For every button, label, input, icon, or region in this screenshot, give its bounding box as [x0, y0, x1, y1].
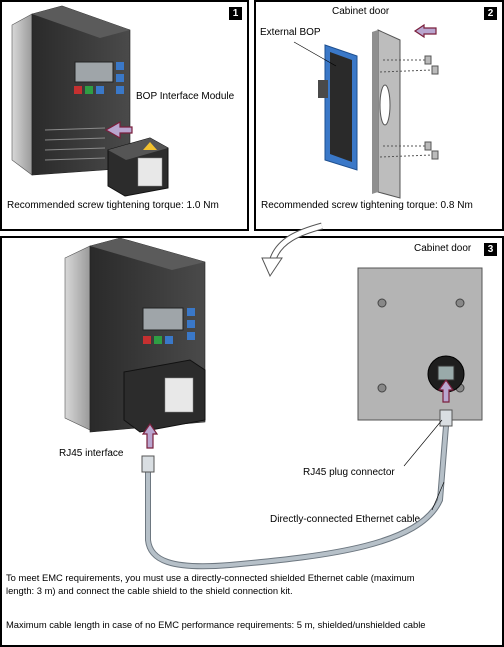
rj45-interface-arrow-icon — [141, 422, 159, 449]
cabinet-door-panel-3 — [357, 267, 483, 421]
ethernet-cable-label: Directly-connected Ethernet cable — [270, 514, 421, 525]
step-badge-1: 1 — [229, 7, 242, 20]
direction-arrow-icon — [413, 23, 437, 39]
screws-panel-2 — [379, 55, 439, 160]
emc-note: To meet EMC requirements, you must use a… — [6, 571, 502, 597]
emc-note-line-1: To meet EMC requirements, you must use a… — [6, 572, 415, 583]
ethernet-cable — [141, 409, 453, 570]
inverter-drive-panel-1 — [11, 5, 131, 176]
rj45-interface-label: RJ45 interface — [59, 448, 124, 459]
bop-interface-module-label: BOP Interface Module — [136, 91, 235, 102]
cabinet-door-panel-2 — [372, 29, 401, 199]
inverter-drive-panel-3 — [64, 237, 206, 433]
external-bop-illustration — [293, 41, 358, 171]
leader-lines — [403, 419, 445, 511]
cabinet-door-label-panel-3: Cabinet door — [414, 243, 472, 254]
torque-note-panel-1: Recommended screw tightening torque: 1.0… — [7, 200, 219, 211]
rj45-plug-arrow-icon — [437, 378, 455, 403]
step-badge-3: 3 — [484, 243, 497, 256]
torque-note-panel-2: Recommended screw tightening torque: 0.8… — [261, 200, 473, 211]
insert-arrow-icon — [104, 120, 133, 140]
rj45-plug-connector-label: RJ45 plug connector — [303, 467, 395, 478]
transition-arrow-icon — [261, 222, 323, 278]
bop-interface-module-illustration — [107, 137, 169, 197]
rj45-door-socket — [427, 355, 465, 393]
step-badge-2: 2 — [484, 7, 497, 20]
emc-note-line-2: length: 3 m) and connect the cable shiel… — [6, 585, 293, 596]
cabinet-door-label-panel-2: Cabinet door — [332, 6, 390, 17]
max-length-note: Maximum cable length in case of no EMC p… — [6, 619, 426, 630]
external-bop-label: External BOP — [260, 27, 321, 38]
